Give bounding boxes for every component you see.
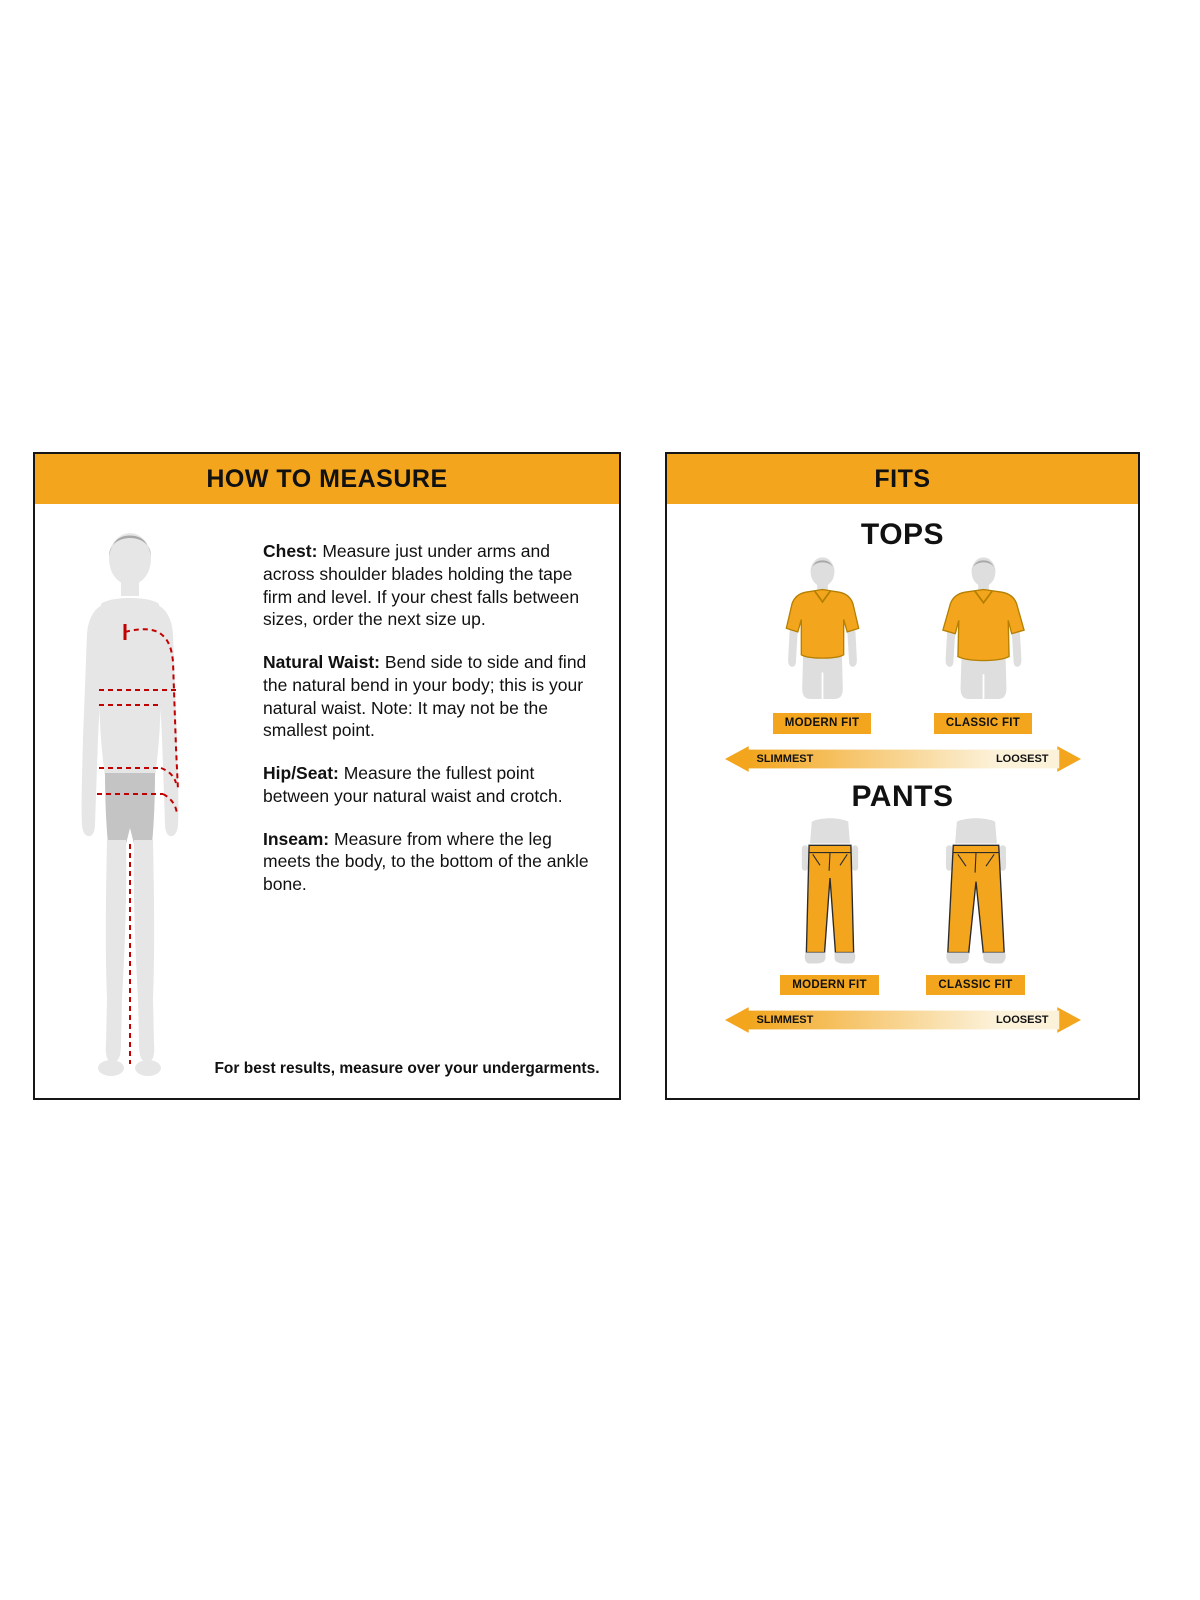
modern-fit-pants-figure <box>801 817 858 963</box>
classic-fit-shirt-figure <box>941 557 1025 699</box>
modern-fit-shirt-figure <box>785 557 859 699</box>
tops-slimmest-label: SLIMMEST <box>756 752 814 765</box>
pants-slimmest-label: SLIMMEST <box>756 1014 814 1026</box>
fits-title: FITS <box>874 464 931 493</box>
natural-waist-label: Natural Waist: <box>263 652 381 672</box>
how-to-measure-content: Chest: Measure just under arms and acros… <box>35 504 619 1100</box>
inseam-label: Inseam: <box>263 828 330 849</box>
pants-loosest-label: LOOSEST <box>995 1014 1049 1026</box>
tops-loosest-label: LOOSEST <box>995 752 1049 765</box>
classic-fit-pants-figure <box>945 817 1006 963</box>
measurement-figure <box>55 528 215 1088</box>
tops-modern-fit-column: MODERN FIT <box>765 556 880 734</box>
pants-modern-fit-column: MODERN FIT <box>780 817 880 995</box>
pants-classic-fit-chip: CLASSIC FIT <box>926 974 1025 995</box>
measurement-lines <box>97 624 179 1064</box>
how-to-measure-panel: HOW TO MEASURE <box>33 452 621 1100</box>
tops-scale-arrow <box>724 745 1081 772</box>
fits-panel: FITS TOPS MODERN <box>665 452 1140 1100</box>
fits-content: TOPS MODERN FIT <box>667 504 1138 1033</box>
male-body-illustration <box>81 533 179 1076</box>
pants-scale-arrow <box>724 1007 1081 1033</box>
tops-classic-fit-chip: CLASSIC FIT <box>933 713 1033 734</box>
inseam-instruction: Inseam: Measure from where the leg meets… <box>263 828 589 895</box>
hip-seat-instruction: Hip/Seat: Measure the fullest point betw… <box>263 763 563 806</box>
fits-header: FITS <box>667 454 1138 504</box>
chest-instruction: Chest: Measure just under arms and acros… <box>263 541 580 630</box>
pants-heading: PANTS <box>851 779 954 813</box>
natural-waist-instruction: Natural Waist: Bend side to side and fin… <box>263 652 587 741</box>
tops-modern-fit-chip: MODERN FIT <box>772 713 872 734</box>
tops-figures-row: MODERN FIT CLASSIC FIT <box>667 556 1138 734</box>
pants-modern-fit-chip: MODERN FIT <box>780 974 879 995</box>
pants-fit-scale: SLIMMEST LOOSEST <box>724 1007 1081 1033</box>
measure-footnote: For best results, measure over your unde… <box>214 1060 600 1077</box>
tops-classic-fit-column: CLASSIC FIT <box>926 556 1041 734</box>
how-to-measure-header: HOW TO MEASURE <box>35 454 619 504</box>
measure-instructions: Chest: Measure just under arms and acros… <box>263 540 603 916</box>
pants-figures-row: MODERN FIT CLASSIC FIT <box>667 817 1138 995</box>
chest-label: Chest: <box>263 541 318 561</box>
shorts <box>105 773 155 844</box>
pants-classic-fit-column: CLASSIC FIT <box>926 817 1026 995</box>
tops-fit-scale: SLIMMEST LOOSEST <box>724 745 1081 772</box>
hip-seat-label: Hip/Seat: <box>263 763 339 783</box>
how-to-measure-title: HOW TO MEASURE <box>206 464 448 493</box>
tops-heading: TOPS <box>860 518 945 551</box>
